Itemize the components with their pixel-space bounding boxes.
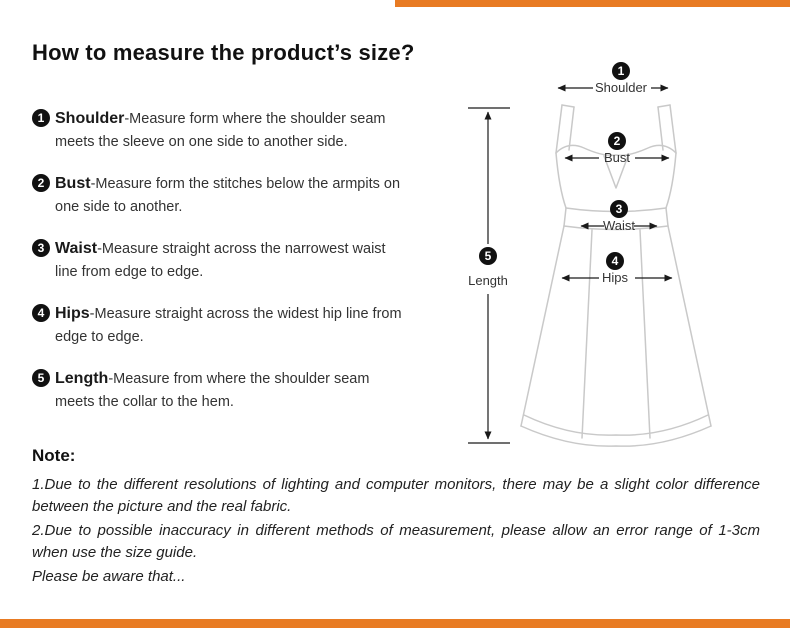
step-number-badge: 2 — [32, 174, 50, 192]
dress-diagram-svg: 1 Shoulder 2 Bust 3 Waist 4 Hips 5 Lengt… — [468, 62, 712, 447]
instruction-text: Length-Measure from where the shoulder s… — [55, 367, 407, 414]
length-badge: 5 — [479, 247, 497, 265]
shoulder-diagram-label: Shoulder — [595, 80, 648, 95]
instruction-text: Bust-Measure form the stitches below the… — [55, 172, 407, 219]
dress-measurement-diagram: 1 Shoulder 2 Bust 3 Waist 4 Hips 5 Lengt… — [458, 58, 780, 460]
page-title: How to measure the product’s size? — [32, 40, 415, 65]
instruction-item-bust: 2 Bust-Measure form the stitches below t… — [32, 172, 437, 219]
instruction-text: Waist-Measure straight across the narrow… — [55, 237, 407, 284]
measure-description: -Measure straight across the widest hip … — [55, 306, 402, 345]
instruction-list: 1 Shoulder-Measure form where the should… — [32, 107, 437, 432]
shoulder-badge: 1 — [612, 62, 630, 80]
note-line-3: Please be aware that... — [32, 568, 186, 585]
measure-term: Bust — [55, 175, 91, 192]
bust-diagram-label: Bust — [604, 150, 630, 165]
instruction-item-shoulder: 1 Shoulder-Measure form where the should… — [32, 107, 437, 154]
waist-badge: 3 — [610, 200, 628, 218]
measure-description: -Measure from where the shoulder seam me… — [55, 371, 370, 410]
measure-term: Length — [55, 370, 109, 387]
measure-description: -Measure straight across the narrowest w… — [55, 241, 386, 280]
instruction-text: Shoulder-Measure form where the shoulder… — [55, 107, 407, 154]
measure-term: Hips — [55, 305, 90, 322]
length-measure-arrow — [468, 107, 510, 444]
step-number-badge: 5 — [32, 369, 50, 387]
measure-term: Shoulder — [55, 110, 125, 127]
dress-outline — [520, 104, 712, 447]
waist-badge-number: 3 — [616, 202, 623, 216]
note-section: Note: 1.Due to the different resolutions… — [32, 446, 760, 590]
length-diagram-label: Length — [468, 273, 508, 288]
waist-diagram-label: Waist — [603, 218, 635, 233]
shoulder-badge-number: 1 — [618, 64, 625, 78]
hips-diagram-label: Hips — [602, 270, 629, 285]
hips-badge-number: 4 — [612, 254, 619, 268]
length-badge-number: 5 — [485, 249, 492, 263]
bust-badge-number: 2 — [614, 134, 621, 148]
note-heading: Note: — [32, 446, 76, 465]
note-line-2: 2.Due to possible inaccuracy in differen… — [32, 522, 760, 561]
instruction-text: Hips-Measure straight across the widest … — [55, 302, 407, 349]
bottom-accent-bar — [0, 619, 790, 628]
measure-description: -Measure form the stitches below the arm… — [55, 176, 401, 215]
measure-description: -Measure form where the shoulder seam me… — [55, 111, 386, 150]
note-line-1: 1.Due to the different resolutions of li… — [32, 476, 760, 515]
step-number-badge: 3 — [32, 239, 50, 257]
instruction-item-hips: 4 Hips-Measure straight across the wides… — [32, 302, 437, 349]
measure-term: Waist — [55, 240, 98, 257]
top-accent-bar — [395, 0, 790, 7]
bust-badge: 2 — [608, 132, 626, 150]
instruction-item-length: 5 Length-Measure from where the shoulder… — [32, 367, 437, 414]
hips-badge: 4 — [606, 252, 624, 270]
instruction-item-waist: 3 Waist-Measure straight across the narr… — [32, 237, 437, 284]
step-number-badge: 4 — [32, 304, 50, 322]
step-number-badge: 1 — [32, 109, 50, 127]
